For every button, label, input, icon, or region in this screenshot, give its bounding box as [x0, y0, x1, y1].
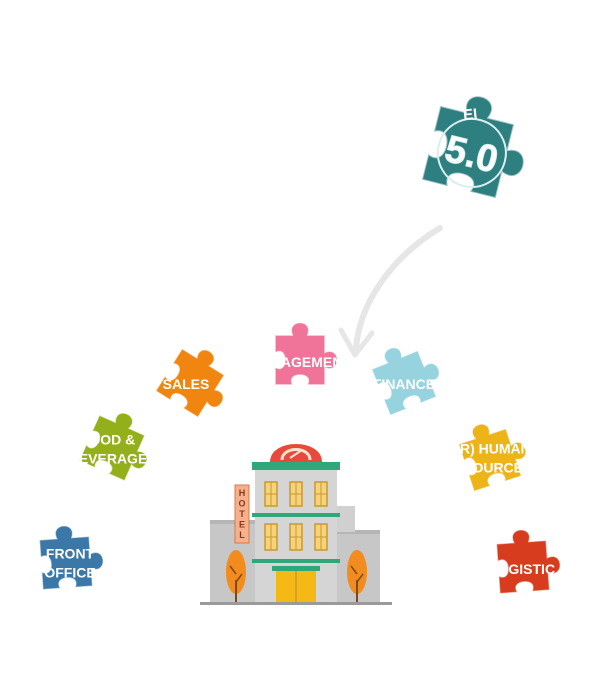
puzzle-label-food-beverage: FOOD & BEVERAGE [69, 432, 148, 467]
puzzle-label-finance: FINANCE [373, 376, 435, 392]
hotel-sign-letter: T [239, 509, 245, 519]
department-pieces: FRONT OFFICE FOOD & BEVERAGE SALES MANAGEMENT… [38, 322, 563, 595]
hotel-sign-letter: H [239, 488, 246, 498]
puzzle-label-hr: (HR) HUMAN RESOURCES [444, 441, 533, 476]
curved-arrow-icon [353, 225, 443, 351]
puzzle-label-line: (HR) HUMAN [445, 441, 531, 457]
puzzle-label-line: RESOURCES [444, 460, 533, 476]
puzzle-shape-finance [366, 333, 449, 416]
hotel-sign-letter: L [239, 530, 245, 540]
puzzle-label-management: MANAGEMENT [249, 354, 351, 370]
puzzle-label-line: OFFICE [44, 565, 95, 581]
puzzle-label-logistic: LOGISTIC [489, 561, 555, 577]
ei-prefix: EI [462, 106, 478, 124]
puzzle-label-line: FRONT [46, 546, 95, 562]
tree-left-icon [226, 550, 246, 602]
hotel-sign-letter: E [239, 520, 245, 530]
hotel-sign-letter: O [238, 499, 245, 509]
hotel-sign [234, 484, 250, 544]
puzzle-piece-food-beverage: FOOD & BEVERAGE [69, 403, 162, 487]
puzzle-piece-hr: (HR) HUMAN RESOURCES [444, 412, 534, 492]
puzzle-label-line: FOOD & [81, 432, 135, 448]
puzzle-label-front-office: FRONT OFFICE [44, 546, 95, 581]
puzzle-piece-sales: SALES [155, 337, 242, 425]
puzzle-label-sales: SALES [163, 376, 210, 392]
puzzle-label-line: FINANCE [373, 376, 435, 392]
puzzle-piece-logistic: LOGISTIC [489, 526, 563, 595]
puzzle-piece-finance: FINANCE [366, 333, 449, 416]
arrow-head-icon [338, 327, 375, 358]
puzzle-label-line: BEVERAGE [69, 451, 148, 467]
puzzle-label-line: MANAGEMENT [249, 354, 351, 370]
tree-right-icon [347, 550, 367, 602]
puzzle-label-line: LOGISTIC [489, 561, 555, 577]
puzzle-label-line: SALES [163, 376, 210, 392]
puzzle-piece-management: MANAGEMENT [249, 322, 351, 386]
puzzle-piece-front-office: FRONT OFFICE [38, 522, 106, 591]
ei-circle-icon [436, 117, 507, 188]
ei-5-puzzle-piece: EI 5.0 [420, 86, 539, 204]
